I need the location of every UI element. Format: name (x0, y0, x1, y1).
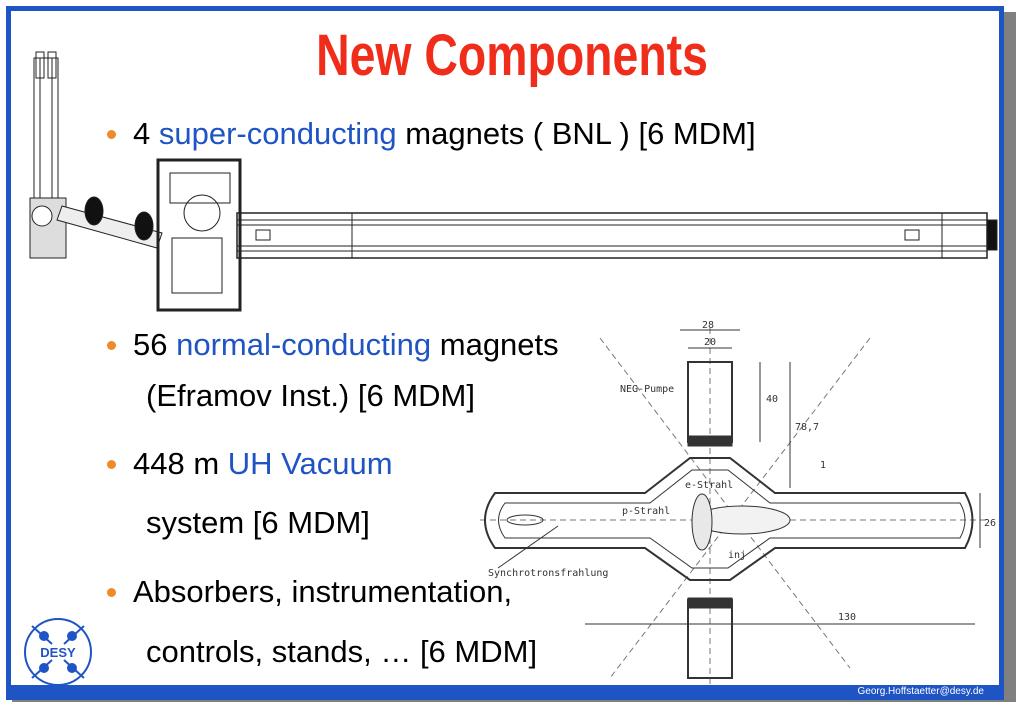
bullet-dot (107, 130, 116, 139)
slide-title: New Components (316, 23, 708, 88)
bullet-3-pre: 448 m (133, 446, 228, 481)
magnet-drawing (29, 51, 998, 312)
dim-130: 130 (838, 612, 856, 623)
bullet-3-highlight: UH Vacuum (227, 446, 393, 481)
dim-20: 20 (704, 337, 716, 348)
slide-frame (6, 6, 1004, 691)
bullet-2-cont: (Eframov Inst.) [6 MDM] (146, 378, 475, 413)
cross-section-drawing: 28 20 NEG-Pumpe 40 78,7 1 e-Strahl p-Str… (480, 320, 996, 688)
dim-28: 28 (702, 320, 714, 331)
bullet-3-cont: system [6 MDM] (146, 505, 370, 540)
bullet-dot (107, 341, 116, 350)
dim-787: 78,7 (795, 422, 819, 433)
bullet-2-highlight: normal-conducting (176, 327, 432, 362)
bullet-1-highlight: super-conducting (158, 116, 397, 151)
label-e-strahl: e-Strahl (685, 480, 733, 491)
dim-40: 40 (766, 394, 778, 405)
bullet-2-pre: 56 (133, 327, 177, 362)
desy-logo: DESY (24, 618, 92, 686)
footer-bar (6, 685, 1004, 700)
bullet-2-post: magnets (431, 327, 559, 362)
bullet-4-cont: controls, stands, … [6 MDM] (146, 634, 538, 669)
label-neg-pumpe: NEG-Pumpe (620, 384, 674, 395)
bullet-1-post: magnets ( BNL ) [6 MDM] (396, 116, 756, 151)
label-p-strahl: p-Strahl (622, 506, 670, 517)
desy-logo-text: DESY (40, 645, 76, 660)
dim-1: 1 (820, 460, 826, 471)
bullet-3: 448 m UH Vacuum (107, 446, 393, 482)
bullet-1: 4 super-conducting magnets ( BNL ) [6 MD… (107, 116, 756, 152)
label-synchro: Synchrotronsfrahlung (488, 568, 608, 579)
bullet-2: 56 normal-conducting magnets (107, 327, 559, 363)
dim-26: 26 (984, 518, 996, 529)
bullet-1-pre: 4 (133, 116, 159, 151)
bullet-4-pre: Absorbers, instrumentation, (133, 574, 513, 609)
bullet-dot (107, 588, 116, 597)
footer-email: Georg.Hoffstaetter@desy.de (857, 686, 984, 697)
bullet-dot (107, 460, 116, 469)
bullet-4: Absorbers, instrumentation, (107, 574, 512, 610)
label-inj: inj (728, 550, 746, 561)
